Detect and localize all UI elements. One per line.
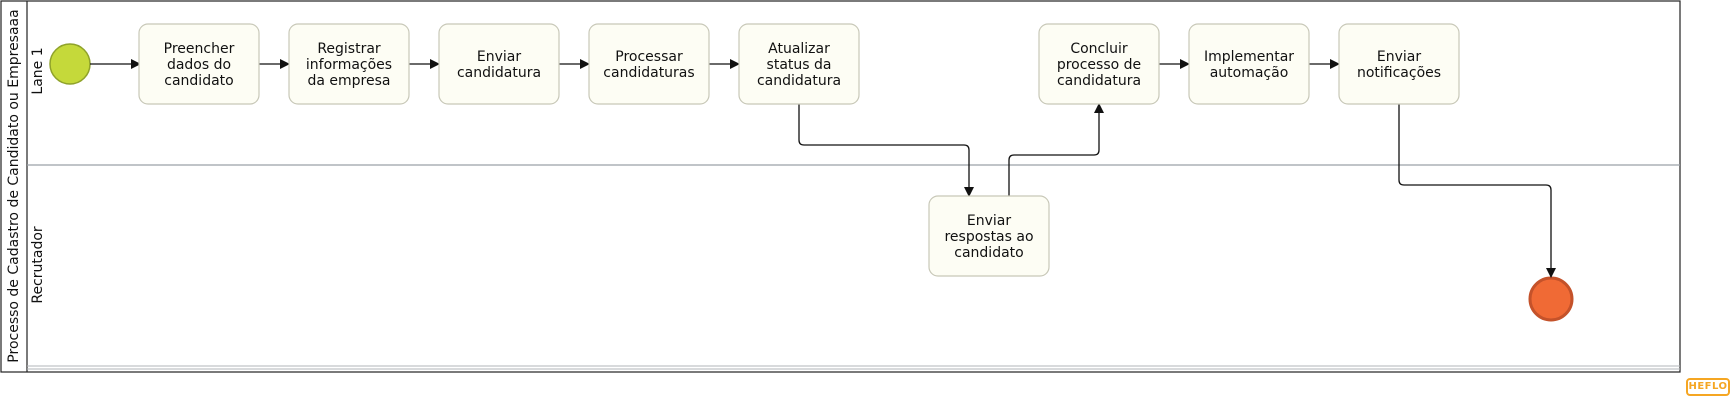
task-box[interactable] <box>138 23 260 105</box>
task-label-line: Atualizar <box>768 41 830 57</box>
task-label-line: Enviar <box>967 213 1011 229</box>
task-label-line: candidato <box>954 245 1023 261</box>
task-box[interactable] <box>738 23 860 105</box>
task-box[interactable] <box>1038 23 1160 105</box>
start-event[interactable] <box>49 43 91 85</box>
task-label-line: informações <box>306 57 392 73</box>
task-box[interactable] <box>1188 23 1310 105</box>
task-box[interactable] <box>928 195 1050 277</box>
lane-label-lane1: Lane 1 <box>30 47 46 94</box>
task-label-line: notificações <box>1357 65 1441 81</box>
lane-label-recrutador: Recrutador <box>30 226 46 304</box>
task-label-line: automação <box>1210 65 1289 81</box>
heflo-logo: HEFLO <box>1686 378 1730 396</box>
task-label-line: processo de <box>1057 57 1141 73</box>
task-box[interactable] <box>588 23 710 105</box>
task-label-line: respostas ao <box>944 229 1033 245</box>
task-label-line: Enviar <box>1377 49 1421 65</box>
flow-t9-to-end <box>1398 104 1556 278</box>
task-label-line: candidatura <box>1057 73 1141 89</box>
flow-t6-to-t7 <box>1008 103 1104 196</box>
task-label-line: Enviar <box>477 49 521 65</box>
task-label-line: candidaturas <box>603 65 694 81</box>
task-box[interactable] <box>288 23 410 105</box>
task-label-line: Implementar <box>1204 49 1294 65</box>
pool-title: Processo de Cadastro de Candidato ou Emp… <box>6 9 22 362</box>
task-label-line: candidatura <box>757 73 841 89</box>
task-label-line: dados do <box>167 57 231 73</box>
task-label-line: Processar <box>615 49 683 65</box>
task-label-line: da empresa <box>308 73 391 89</box>
task-box[interactable] <box>1338 23 1460 105</box>
task-label-line: status da <box>767 57 832 73</box>
end-event[interactable] <box>1528 276 1574 322</box>
task-box[interactable] <box>438 23 560 105</box>
flow-t5-to-t6 <box>798 104 974 197</box>
task-label-line: Concluir <box>1070 41 1128 57</box>
task-label-line: candidato <box>164 73 233 89</box>
task-label-line: candidatura <box>457 65 541 81</box>
task-label-line: Registrar <box>317 41 381 57</box>
task-label-line: Preencher <box>164 41 235 57</box>
